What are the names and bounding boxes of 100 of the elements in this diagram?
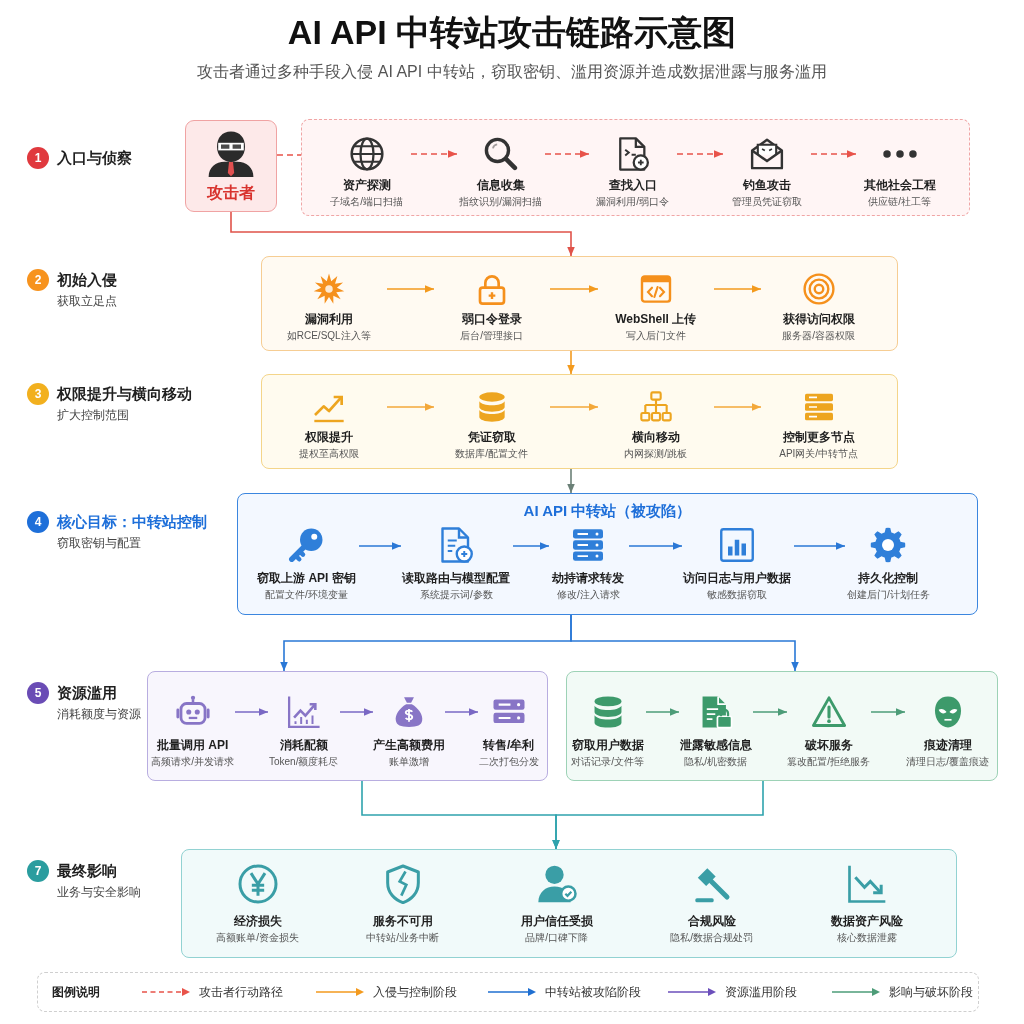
step-detail: 篡改配置/拒绝服务 xyxy=(787,754,871,768)
step-detail: 清理日志/覆盖痕迹 xyxy=(906,754,990,768)
step-number: 2 xyxy=(27,269,49,291)
step-detail: 漏洞利用/弱口令 xyxy=(596,194,670,208)
arrow xyxy=(386,403,435,411)
step-title: 权限提升 xyxy=(304,429,353,445)
actor-card xyxy=(185,120,277,212)
step-detail: 高频请求/并发请求 xyxy=(151,754,235,768)
step-title: 查找入口 xyxy=(608,177,657,193)
step-title: 窃取用户数据 xyxy=(571,737,644,753)
step-number: 7 xyxy=(27,860,49,882)
stage-title: 入口与侦察 xyxy=(57,149,132,167)
step-detail: 对话记录/文件等 xyxy=(571,754,645,768)
stage-panel xyxy=(261,256,898,351)
step-title: WebShell 上传 xyxy=(615,311,697,327)
step-title: 合规风险 xyxy=(687,913,736,929)
step-title: 用户信任受损 xyxy=(520,913,593,929)
step-title: 服务不可用 xyxy=(372,913,433,929)
step-detail: 写入后门文件 xyxy=(625,328,686,342)
arrow xyxy=(870,708,906,716)
legend-label: 入侵与控制阶段 xyxy=(372,983,457,1000)
stage-panel xyxy=(237,493,978,615)
step-number: 3 xyxy=(27,383,49,405)
step-title: 读取路由与模型配置 xyxy=(402,571,511,587)
stage-title: 初始入侵 xyxy=(57,271,117,289)
arrow xyxy=(552,780,764,850)
step-detail: 二次打包分发 xyxy=(478,754,539,768)
step-detail: Token/额度耗尽 xyxy=(268,754,339,768)
step-detail: 账单激增 xyxy=(388,754,429,768)
actor-label: 攻击者 xyxy=(207,183,255,203)
step-title: 控制更多节点 xyxy=(782,429,855,445)
step-title: 横向移动 xyxy=(631,429,680,445)
stage-subtitle: 获取立足点 xyxy=(57,293,117,309)
step-title: 窃取上游 API 密钥 xyxy=(257,571,356,587)
step-title: 凭证窃取 xyxy=(467,429,516,445)
step-detail: 品牌/口碑下降 xyxy=(525,930,589,944)
step-detail: 后台/管理接口 xyxy=(460,328,524,342)
step-detail: 管理员凭证窃取 xyxy=(731,194,802,208)
arrow xyxy=(549,403,599,411)
step-detail: API网关/中转节点 xyxy=(779,446,859,460)
arrow xyxy=(386,285,435,293)
step-title: 访问日志与用户数据 xyxy=(683,571,792,587)
stage-panel xyxy=(261,374,898,469)
legend-label: 资源滥用阶段 xyxy=(724,983,797,1000)
diagram-title: AI API 中转站攻击链路示意图 xyxy=(287,12,737,53)
step-title: 批量调用 API xyxy=(157,737,229,753)
arrow xyxy=(628,542,683,550)
step-title: 钓鱼攻击 xyxy=(742,177,791,193)
step-detail: 隐私/机密数据 xyxy=(684,754,748,768)
arrow xyxy=(512,542,550,550)
step-detail: 指纹识别/漏洞扫描 xyxy=(459,194,543,208)
legend-label: 影响与破坏阶段 xyxy=(888,983,973,1000)
stage-title: 资源滥用 xyxy=(57,684,117,702)
step-detail: 内网探测/跳板 xyxy=(624,446,688,460)
legend-label: 攻击者行动路径 xyxy=(198,983,283,1000)
arrow xyxy=(645,708,680,716)
step-title: 转售/牟利 xyxy=(483,737,535,753)
step-detail: 如RCE/SQL注入等 xyxy=(286,328,371,342)
arrow xyxy=(676,150,724,158)
step-title: 消耗配额 xyxy=(279,737,328,753)
step-title: 持久化控制 xyxy=(858,571,919,587)
step-detail: 服务器/容器权限 xyxy=(782,328,856,342)
arrow xyxy=(410,150,458,158)
stage-title: 权限提升与横向移动 xyxy=(57,385,192,403)
stage-panel xyxy=(181,849,957,958)
stage-panel xyxy=(147,671,548,781)
stage-panel xyxy=(566,671,998,781)
step-title: 产生高额费用 xyxy=(372,737,445,753)
step-detail: 核心数据泄露 xyxy=(836,930,897,944)
arrow xyxy=(339,708,374,716)
arrow xyxy=(567,350,575,375)
connector-line xyxy=(276,154,302,156)
step-detail: 中转站/业务中断 xyxy=(366,930,440,944)
step-title: 弱口令登录 xyxy=(461,311,522,327)
step-detail: 子域名/端口扫描 xyxy=(330,194,404,208)
stage-subtitle: 消耗额度与资源 xyxy=(57,706,141,722)
stage-panel xyxy=(301,119,970,216)
arrow xyxy=(444,708,479,716)
step-detail: 供应链/社工等 xyxy=(868,194,932,208)
stage-title: 核心目标：中转站控制 xyxy=(57,513,207,531)
step-number: 1 xyxy=(27,147,49,169)
step-title: 资产探测 xyxy=(342,177,391,193)
step-detail: 系统提示词/参数 xyxy=(420,588,493,602)
arrow xyxy=(713,403,762,411)
step-detail: 修改/注入请求 xyxy=(557,588,620,602)
arrow xyxy=(230,211,575,257)
step-detail: 敏感数据窃取 xyxy=(707,588,768,602)
step-title: 数据资产风险 xyxy=(830,913,903,929)
arrow xyxy=(810,150,857,158)
stage-subtitle: 窃取密钥与配置 xyxy=(57,535,141,551)
step-number: 5 xyxy=(27,682,49,704)
step-title: 经济损失 xyxy=(233,913,282,929)
legend-heading: 图例说明 xyxy=(52,984,100,1000)
step-title: 其他社会工程 xyxy=(863,177,936,193)
stage-subtitle: 扩大控制范围 xyxy=(57,407,129,423)
arrow xyxy=(544,150,590,158)
step-detail: 配置文件/环境变量 xyxy=(265,588,348,602)
step-detail: 提权至高权限 xyxy=(298,446,359,460)
arrow xyxy=(752,708,788,716)
step-title: 劫持请求转发 xyxy=(552,571,625,587)
